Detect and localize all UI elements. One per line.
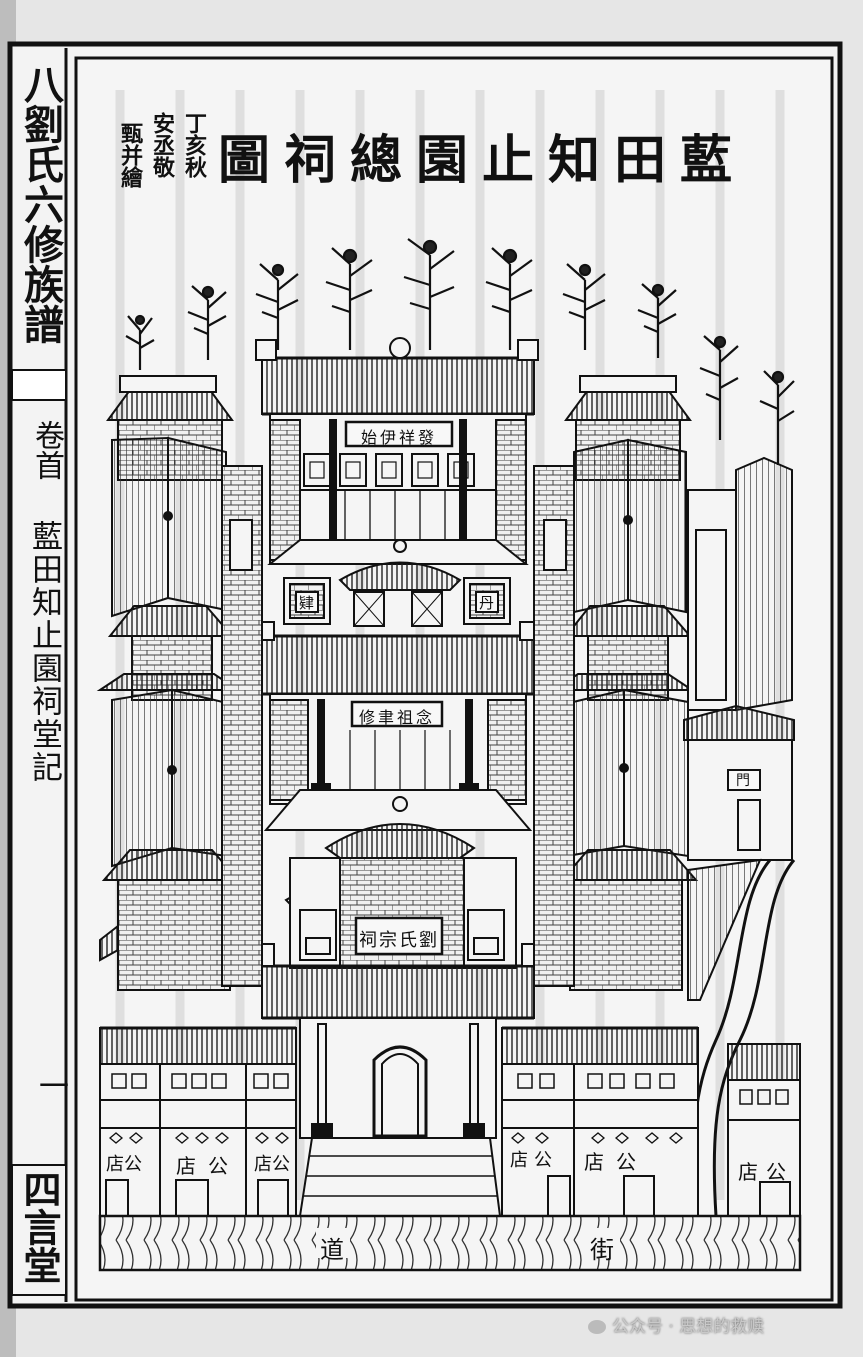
- margin-page-number: 一: [33, 1070, 68, 1100]
- margin-hall-name: 四言堂: [17, 1170, 62, 1284]
- side-towers: [96, 375, 796, 1217]
- plaque-lower: [354, 916, 444, 956]
- tree-row: [125, 238, 795, 465]
- margin-book-title: 八劉氏六修族譜: [17, 64, 64, 344]
- shop-row: [99, 1026, 801, 1217]
- plaque-upper-label: 發祥伊始: [360, 428, 437, 447]
- map-title-display: 藍田知止園總祠圖: [218, 118, 798, 193]
- shop-label-5-text: 公店: [584, 1150, 648, 1174]
- margin-volume: 卷首: [29, 420, 64, 480]
- plaque-upper-text: 發祥伊始: [348, 424, 450, 448]
- inscription-col3: 甄并繪: [117, 122, 143, 188]
- shop-label-1: 公店: [106, 1150, 142, 1176]
- shop-label-3-text: 公店: [254, 1154, 290, 1175]
- plaque-lower-label: 劉氏宗祠: [359, 930, 439, 951]
- plaque-lower-text: 劉氏宗祠: [358, 926, 440, 952]
- plaque-middle: [350, 700, 444, 728]
- watermark: 公众号 · 思想的救赎: [588, 1312, 764, 1337]
- shop-label-2: 公店: [176, 1150, 240, 1179]
- inscription-col1: 丁亥秋: [181, 112, 207, 178]
- plaque-middle-text: 念祖聿修: [354, 704, 440, 728]
- inscription-col2: 安丞敬: [149, 112, 175, 178]
- shop-label-4-text: 公店: [510, 1150, 558, 1171]
- plaque-right-small-text: 門: [736, 773, 750, 789]
- plaque-middle-label: 念祖聿修: [358, 708, 435, 727]
- shop-label-4: 公店: [510, 1146, 558, 1172]
- street-label-jie: 街: [590, 1236, 614, 1264]
- map-title-text: 藍田知止園總祠圖: [218, 130, 747, 191]
- shop-label-2-text: 公店: [176, 1154, 240, 1178]
- plaque-side-left: 肄: [299, 594, 315, 612]
- plaque-upper: [344, 420, 454, 448]
- plaque-right-small: [727, 769, 761, 791]
- shop-label-5: 公店: [584, 1146, 648, 1175]
- central-hall: [251, 337, 545, 1217]
- shop-label-1-text: 公店: [106, 1154, 142, 1175]
- watermark-text: 公众号 · 思想的救赎: [612, 1317, 765, 1337]
- wechat-icon: [588, 1320, 606, 1334]
- plaque-side-right: 丹: [479, 594, 495, 612]
- shop-label-3: 公店: [254, 1150, 290, 1176]
- street-label-dao: 道: [320, 1236, 344, 1264]
- street-band: [98, 1214, 802, 1272]
- margin-section: 藍田知止園祠堂記: [26, 520, 62, 784]
- shop-label-6: 公店: [738, 1156, 794, 1185]
- shop-label-6-text: 公店: [738, 1160, 794, 1184]
